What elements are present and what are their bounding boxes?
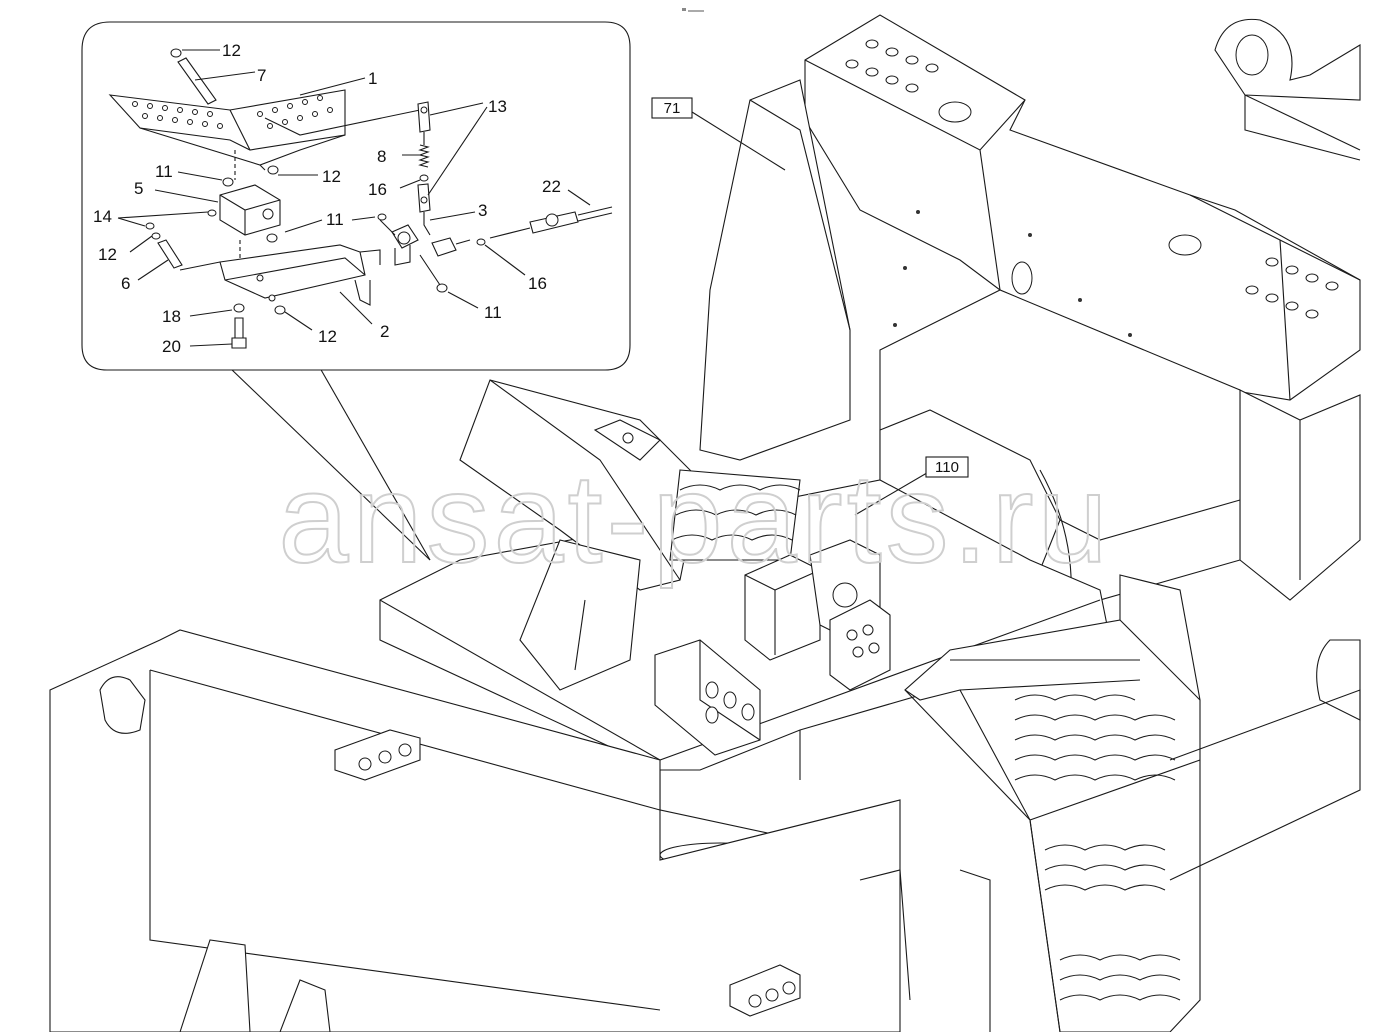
callout-20: 20 (162, 337, 181, 356)
header-mark (682, 8, 704, 12)
callout-12-top: 12 (222, 41, 241, 60)
callout-11-lower: 11 (484, 303, 502, 322)
hinge-block (219, 165, 281, 243)
beam-holes (845, 39, 1339, 319)
detail-inset (81, 21, 631, 561)
callout-labels: 12 7 1 13 8 12 11 5 16 22 14 11 3 12 6 1… (93, 41, 561, 356)
throttle-cable (489, 206, 613, 239)
pump-unit (744, 539, 891, 691)
callout-1: 1 (368, 69, 377, 88)
callout-12-left: 12 (98, 245, 117, 264)
callout-2: 2 (380, 322, 389, 341)
tag-110-label: 110 (935, 459, 959, 476)
callout-16-lower: 16 (528, 274, 547, 293)
tag-71: 71 (651, 97, 693, 119)
callout-11-middle: 11 (326, 210, 344, 229)
right-staircase (859, 574, 1361, 1032)
callout-14: 14 (93, 207, 112, 226)
callout-18: 18 (162, 307, 181, 326)
tag-110: 110 (925, 456, 969, 478)
callout-13: 13 (488, 97, 507, 116)
callout-5: 5 (134, 179, 143, 198)
callout-3: 3 (478, 201, 487, 220)
callout-12-bottom: 12 (318, 327, 337, 346)
valve-block (654, 639, 761, 756)
pedal-holes (132, 95, 333, 129)
leader-lines (117, 49, 933, 516)
callout-16-upper: 16 (368, 180, 387, 199)
callout-22: 22 (542, 177, 561, 196)
tag-71-label: 71 (664, 100, 681, 117)
pedal-plate (108, 89, 346, 171)
linkage (377, 101, 486, 293)
callout-11-upper: 11 (155, 162, 173, 181)
watermark-text: ansat-parts.ru (278, 448, 1111, 589)
callout-8: 8 (377, 147, 386, 166)
callout-7: 7 (257, 66, 266, 85)
pedal-lever (179, 244, 381, 306)
main-frame-assembly (49, 14, 1361, 1032)
callout-6: 6 (121, 274, 130, 293)
hose-clamp-upper (334, 729, 421, 781)
hose-clamp-lower (729, 964, 801, 1017)
callout-12-mid: 12 (322, 167, 341, 186)
